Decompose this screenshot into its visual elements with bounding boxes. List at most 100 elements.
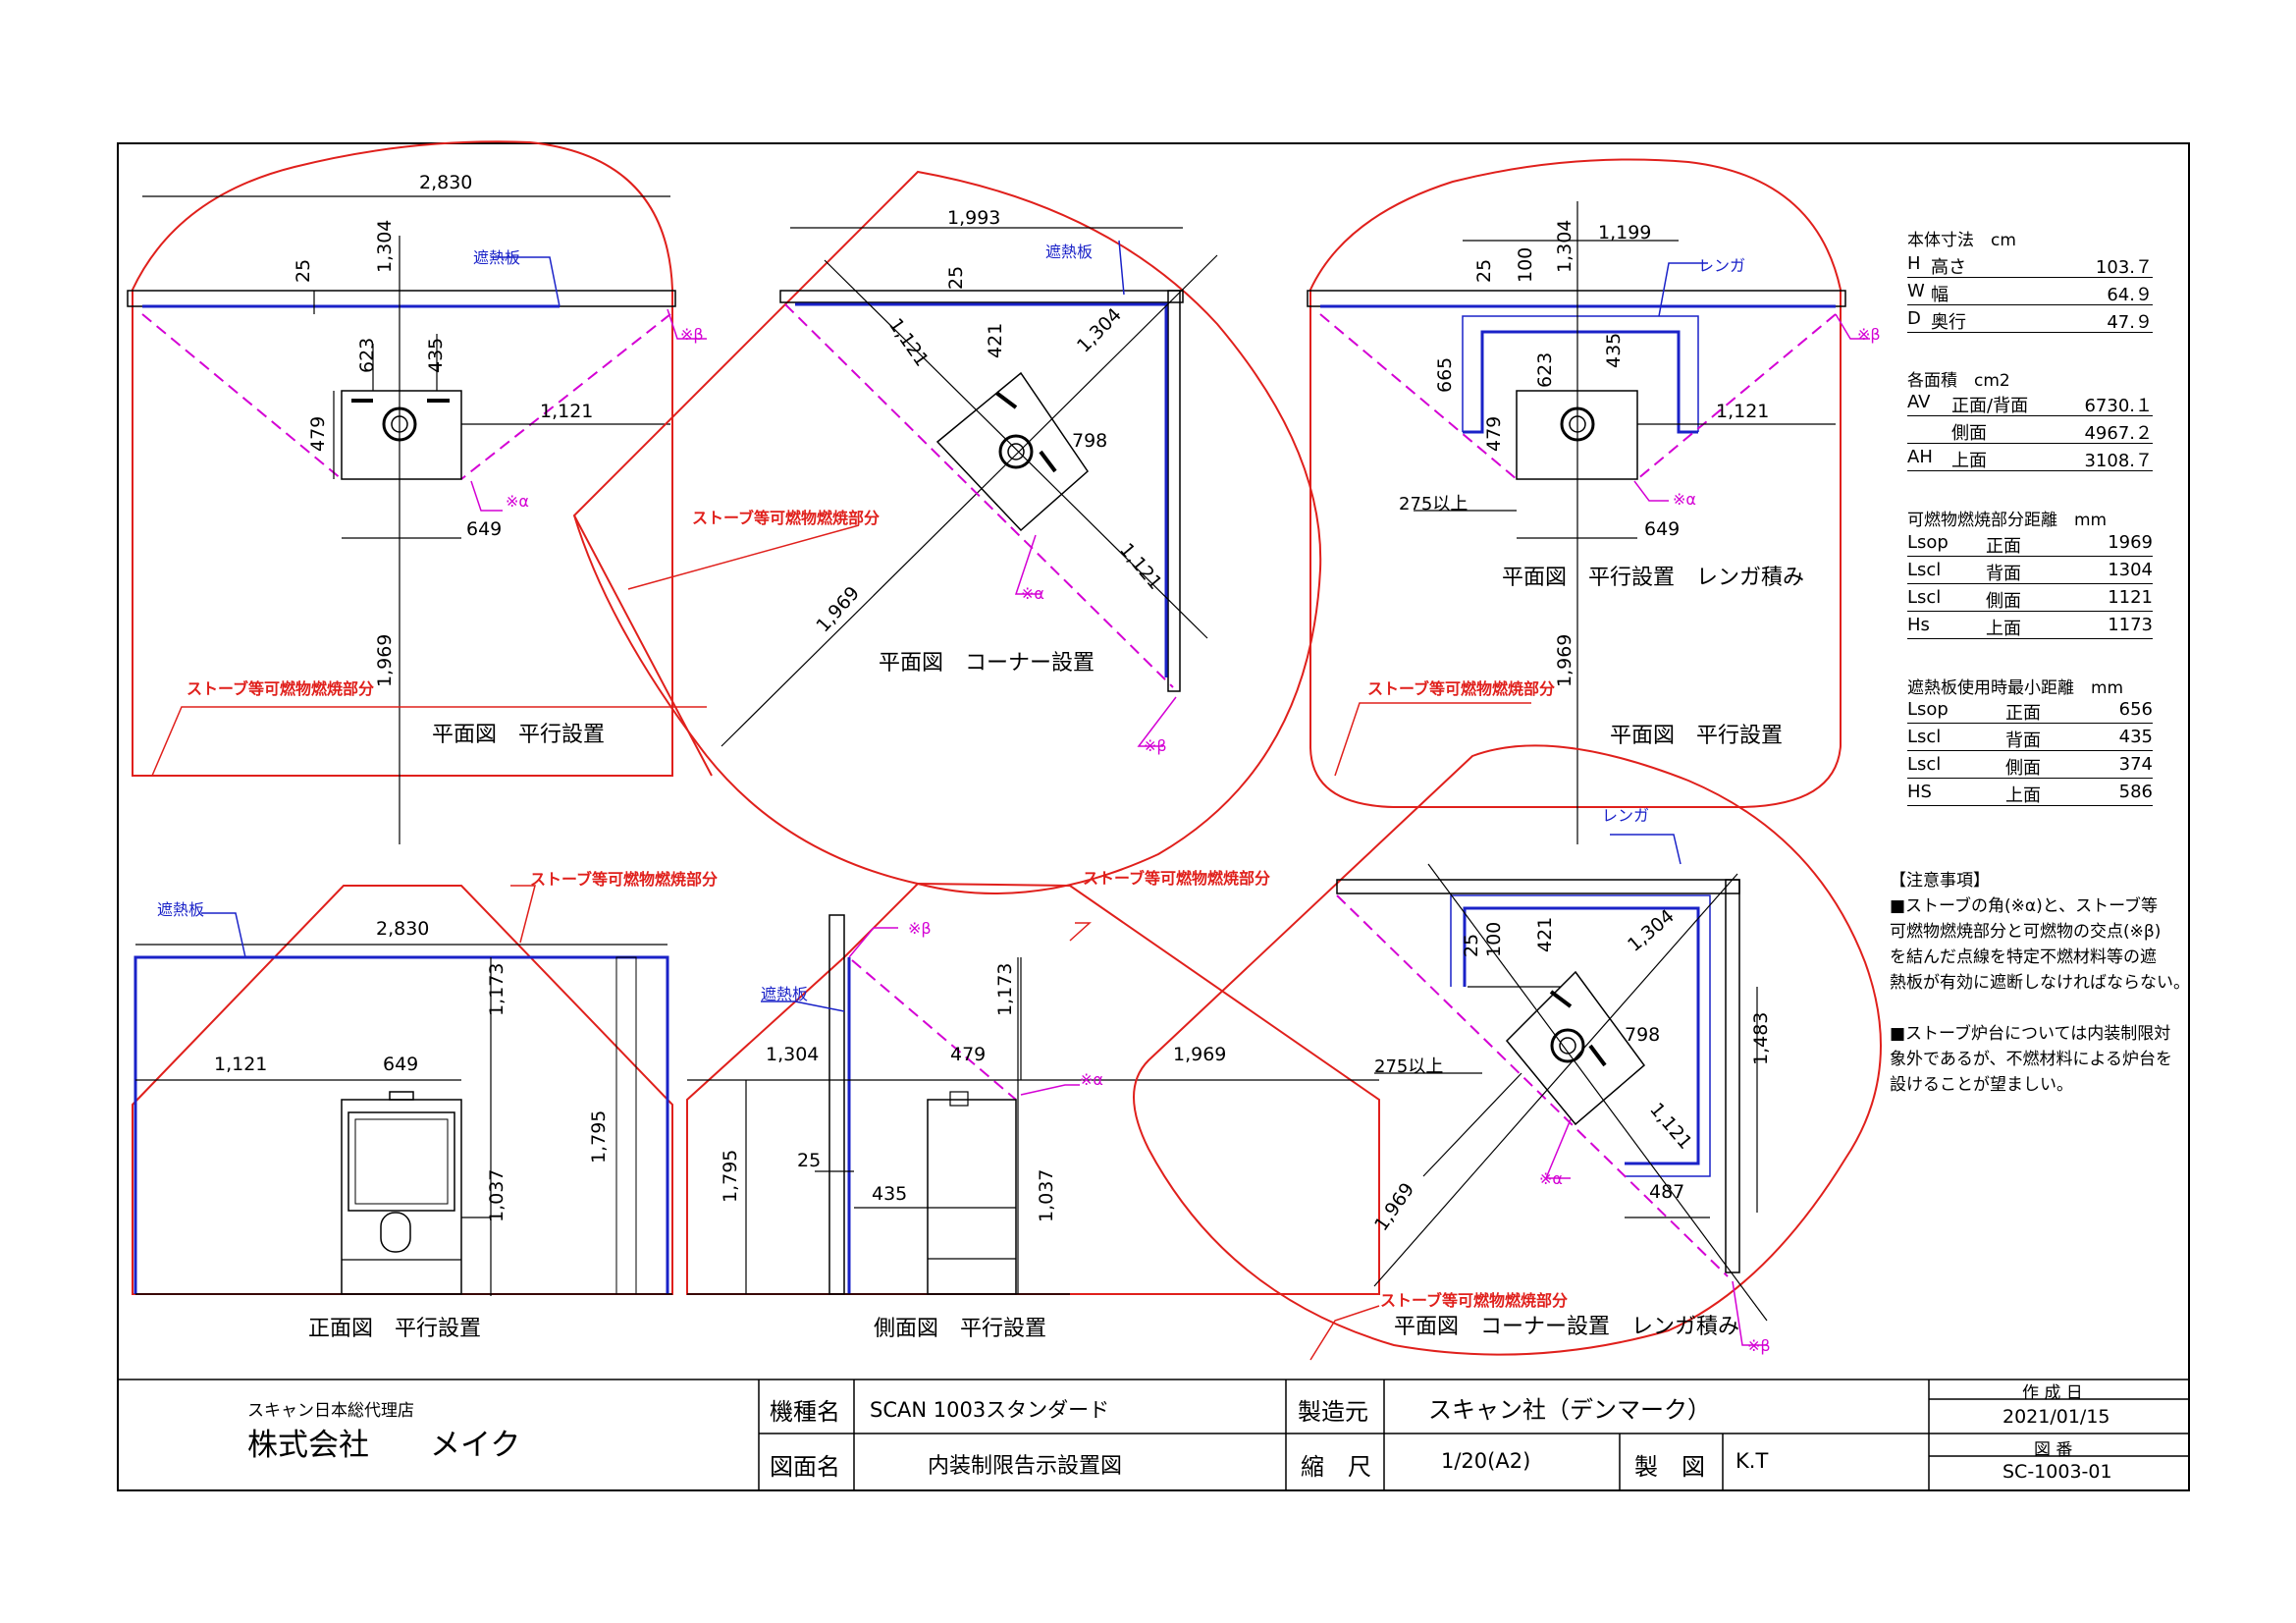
dim-label: 665 [1434, 357, 1456, 393]
date-value: 2021/01/15 [2002, 1406, 2110, 1428]
dim-label: 479 [1483, 416, 1505, 452]
dim-label: 100 [1515, 247, 1536, 283]
view-plan-corner: 1,993 25 1,121 421 1,304 798 1,121 1,969… [572, 170, 1322, 894]
drawn-by-label: 製 図 [1634, 1453, 1705, 1481]
sightline [141, 313, 343, 480]
combustion-zone-boundary [1309, 158, 1842, 808]
view-title: 平面図 平行設置 レンガ積み [1502, 566, 1804, 590]
note-line: を結んだ点線を特定不燃材料等の遮 [1890, 947, 2157, 967]
dim-label: 649 [383, 1054, 418, 1075]
brick-label: レンガ [1698, 256, 1745, 275]
dim-label: 649 [466, 518, 502, 540]
dim-label: 25 [797, 1150, 821, 1171]
drawn-by-value: K.T [1735, 1449, 1769, 1473]
model-label: 機種名 [770, 1398, 840, 1426]
model-value: SCAN 1003スタンダード [870, 1398, 1110, 1422]
view-title: 側面図 平行設置 [874, 1317, 1046, 1341]
alpha-marker: ※α [1021, 584, 1044, 603]
dim-label: 421 [985, 323, 1006, 358]
view-title: 平面図 コーナー設置 レンガ積み [1394, 1315, 1739, 1339]
dim-label: 1,199 [1598, 222, 1651, 243]
dim-label: 649 [1644, 518, 1680, 540]
dim-label: 1,304 [1554, 220, 1575, 273]
dim-label: 435 [425, 338, 447, 373]
dim-label: 25 [293, 259, 314, 283]
drawing-frame [117, 142, 2190, 1491]
combustion-zone-boundary [686, 882, 1380, 1295]
dim-label: 1,304 [374, 220, 396, 273]
spec-title: 可燃物燃焼部分距離 mm [1907, 511, 2108, 530]
dim-label: 479 [307, 416, 329, 452]
company-name: 株式会社 メイク [247, 1428, 521, 1463]
scale-label: 縮 尺 [1301, 1453, 1371, 1481]
combustion-zone-boundary [132, 885, 673, 1295]
notes: 【注意事項】 ■ストーブの角(※α)と、ストーブ等 可燃物燃焼部分と可燃物の交点… [1890, 868, 2190, 1098]
shield-label: 遮熱板 [1045, 243, 1093, 261]
alpha-marker: ※α [506, 492, 529, 511]
dim-label: 1,121 [1645, 1099, 1696, 1154]
dim-label: 1,969 [1173, 1044, 1226, 1065]
beta-marker: ※β [908, 919, 932, 938]
spec-title: 本体寸法 cm [1907, 231, 2016, 250]
dim-label: 623 [1534, 352, 1556, 388]
view-plan-parallel: 2,830 1,304 25 623 435 479 649 1,121 1,9… [127, 140, 707, 844]
drawing-name-value: 内装制限告示設置図 [928, 1454, 1123, 1479]
zone-label: ストーブ等可燃物燃焼部分 [692, 509, 880, 527]
shield-label: 遮熱板 [473, 248, 520, 267]
dim-label: 1,969 [1370, 1179, 1418, 1235]
dim-label: 1,121 [1115, 539, 1166, 594]
dim-label: 1,121 [214, 1054, 267, 1075]
dim-label: 1,173 [486, 963, 507, 1016]
brick-wall [1463, 906, 1700, 1165]
maker-label: 製造元 [1298, 1398, 1368, 1426]
dim-label: 798 [1625, 1024, 1660, 1046]
dim-label: 1,969 [1554, 634, 1575, 687]
note-line [1890, 996, 2184, 1021]
combustion-zone-boundary [572, 170, 1322, 894]
dim-label: 435 [872, 1183, 907, 1205]
dim-label: 25 [1461, 934, 1482, 957]
alpha-marker: ※α [1080, 1070, 1103, 1089]
title-block-grid [118, 1379, 2189, 1490]
combustion-zone-boundary [132, 140, 673, 777]
drawing-number-value: SC-1003-01 [2002, 1461, 2112, 1483]
dim-label: 1,969 [374, 634, 396, 687]
note-line: ■ストーブ炉台については内装制限対 [1890, 1024, 2171, 1044]
heat-shield [127, 290, 676, 307]
notes-heading: 【注意事項】 [1890, 871, 1990, 891]
note-line: 設けることが望ましい。 [1890, 1075, 2073, 1095]
dim-label: 1,304 [1073, 304, 1126, 357]
dim-label: 275以上 [1374, 1056, 1443, 1077]
zone-label: ストーブ等可燃物燃焼部分 [1380, 1291, 1568, 1310]
dim-label: 1,304 [766, 1044, 819, 1065]
stove-body-plan [341, 390, 462, 480]
alpha-marker: ※α [1673, 490, 1696, 509]
note-line: 可燃物燃焼部分と可燃物の交点(※β) [1890, 922, 2162, 942]
dim-label: 2,830 [419, 172, 472, 193]
stove-front [341, 1099, 462, 1295]
view-side-parallel: 1,304 479 1,969 1,173 1,795 25 435 1,037… [686, 869, 1380, 1341]
dim-label: 1,121 [884, 314, 933, 370]
dim-label: 1,795 [720, 1150, 741, 1203]
dim-label: 435 [1603, 333, 1625, 368]
agency-label: スキャン日本総代理店 [247, 1401, 414, 1421]
dim-label: 1,121 [540, 401, 593, 422]
spec-title: 遮熱板使用時最小距離 mm [1907, 678, 2124, 698]
dim-label: 1,037 [1036, 1169, 1057, 1222]
beta-marker: ※β [680, 325, 704, 344]
drawing-name-label: 図面名 [770, 1453, 840, 1481]
dim-label: 1,037 [486, 1169, 507, 1222]
dim-label: 1,304 [1624, 905, 1679, 956]
zone-label: ストーブ等可燃物燃焼部分 [530, 870, 718, 889]
dim-label: 487 [1649, 1181, 1684, 1203]
